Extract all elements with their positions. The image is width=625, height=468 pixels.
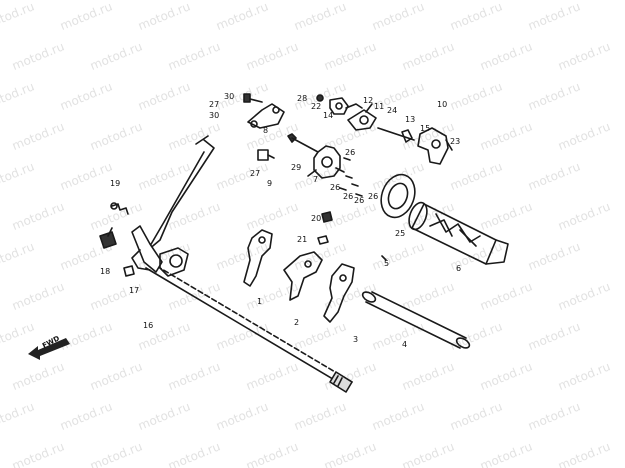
callout-2: 2	[294, 318, 300, 327]
callout-21: 21	[297, 235, 308, 244]
part-27-30-bracket	[247, 103, 285, 129]
callout-1: 1	[257, 297, 263, 306]
callout-16: 16	[143, 321, 154, 330]
callout-25: 25	[395, 229, 406, 238]
callout-6: 6	[456, 264, 462, 273]
callout-5: 5	[384, 259, 390, 268]
part-21-pin	[317, 235, 329, 245]
forward-direction-indicator: FWD	[26, 334, 76, 360]
part-4-fork-rod	[361, 291, 471, 349]
callout-28: 28	[297, 94, 308, 103]
callout-30-top: 30	[224, 92, 235, 101]
callout-22: 22	[311, 102, 322, 111]
part-16-shift-shaft	[145, 261, 353, 393]
part-9-bolt	[257, 149, 275, 161]
callout-18: 18	[100, 267, 111, 276]
callout-26-b: 26	[343, 192, 354, 201]
part-shift-lever	[131, 135, 215, 277]
callout-26-a: 26	[330, 183, 341, 192]
part-7-shift-cam	[307, 145, 345, 179]
callout-11: 11	[374, 102, 385, 111]
part-19-spring	[110, 202, 129, 215]
callout-12: 12	[363, 96, 374, 105]
part-17-washer	[123, 265, 135, 277]
callout-26-c: 26	[354, 196, 365, 205]
part-18-bolt	[99, 227, 117, 249]
part-12-14-lever	[347, 103, 377, 131]
callout-19: 19	[110, 179, 121, 188]
part-2-shift-fork	[283, 251, 323, 301]
callout-24: 24	[387, 106, 398, 115]
part-28-22-cluster	[316, 94, 363, 115]
callout-9: 9	[267, 179, 273, 188]
callout-17: 17	[129, 286, 140, 295]
part-20-pin	[321, 211, 333, 223]
part-26-pins	[339, 157, 363, 197]
part-30-bolt-top	[243, 93, 263, 103]
callout-15: 15	[420, 124, 431, 133]
callout-13: 13	[405, 115, 416, 124]
callout-7: 7	[313, 175, 319, 184]
callout-23: 23	[450, 137, 461, 146]
callout-27-mid: 27	[250, 169, 261, 178]
part-6-shift-drum	[408, 201, 509, 265]
callout-14: 14	[323, 111, 334, 120]
callout-3: 3	[353, 335, 359, 344]
callout-4: 4	[402, 340, 408, 349]
callout-29: 29	[291, 163, 302, 172]
callout-8: 8	[263, 126, 269, 135]
part-1-shift-fork	[243, 229, 273, 287]
arrow-left-icon	[28, 338, 70, 360]
callout-10: 10	[437, 100, 448, 109]
callout-26-top: 26	[345, 148, 356, 157]
callout-20: 20	[311, 214, 322, 223]
part-3-shift-fork	[323, 263, 355, 323]
part-bearing	[380, 173, 416, 219]
part-23-arm	[417, 127, 453, 165]
callout-27-left: 27	[209, 100, 220, 109]
callout-30-left: 30	[209, 111, 220, 120]
part-29-bolt	[287, 133, 319, 153]
callout-26-d: 26	[368, 192, 379, 201]
part-13-shaft	[377, 127, 415, 143]
part-5-spring	[381, 255, 387, 261]
